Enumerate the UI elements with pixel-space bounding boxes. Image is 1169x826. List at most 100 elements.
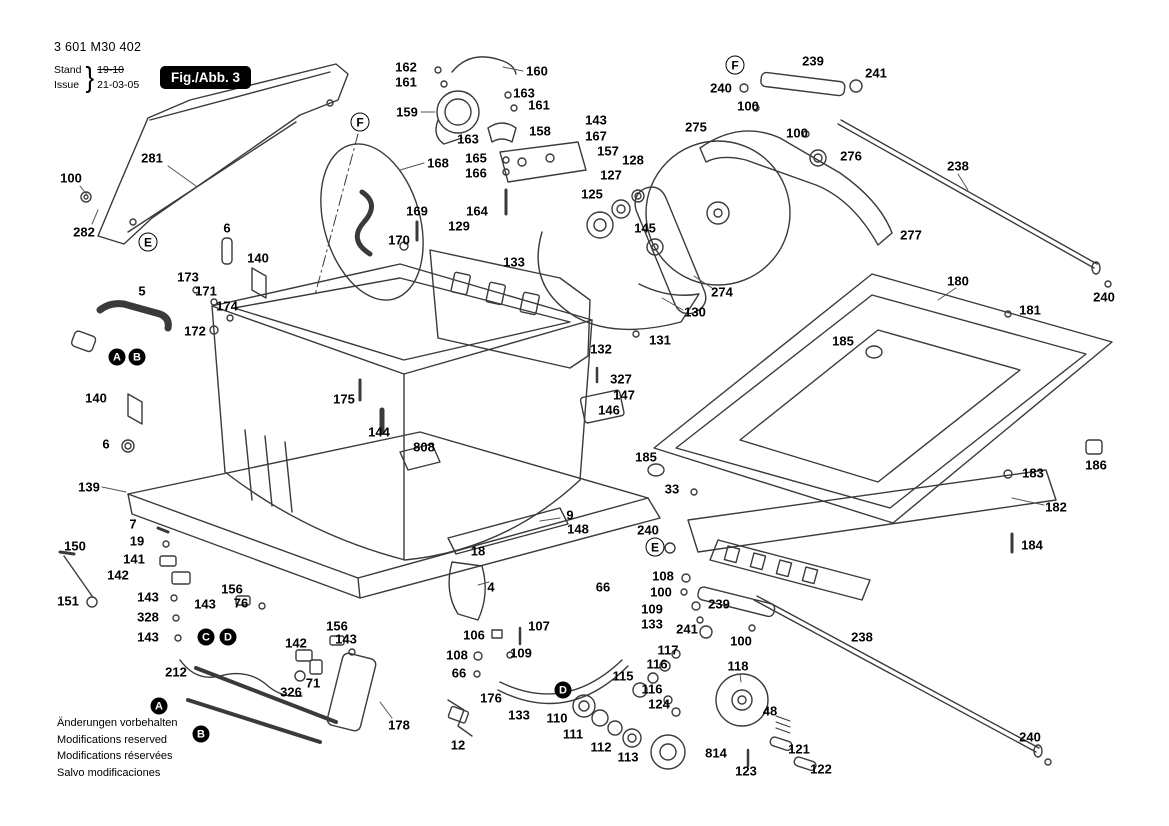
part-callout-66: 66 [595, 579, 611, 595]
part-callout-185: 185 [832, 333, 854, 349]
part-callout-184: 184 [1021, 537, 1043, 553]
part-callout-143: 143 [335, 631, 357, 647]
part-callout-48: 48 [762, 703, 778, 719]
part-callout-212: 212 [165, 664, 187, 680]
top-cover-drawing [80, 63, 349, 245]
part-callout-162: 162 [395, 59, 417, 75]
part-callout-186: 186 [1085, 457, 1107, 473]
part-callout-274: 274 [711, 284, 733, 300]
part-callout-5: 5 [138, 283, 146, 299]
part-callout-276: 276 [840, 148, 862, 164]
part-callout-133: 133 [508, 707, 530, 723]
part-callout-127: 127 [600, 167, 622, 183]
part-callout-107: 107 [528, 618, 550, 634]
part-callout-7: 7 [129, 516, 137, 532]
issue-label: Issue [54, 78, 80, 91]
riving-knife-plate-drawing [399, 220, 591, 369]
saw-blade-drawing [645, 140, 791, 286]
part-callout-171: 171 [195, 283, 217, 299]
assembly-marker-F: F [725, 55, 745, 75]
part-callout-185: 185 [635, 449, 657, 465]
stand-label: Stand [54, 64, 82, 77]
part-callout-140: 140 [85, 390, 107, 406]
part-callout-176: 176 [480, 690, 502, 706]
part-callout-118: 118 [727, 658, 749, 674]
part-callout-166: 166 [465, 165, 487, 181]
part-callout-18: 18 [470, 543, 486, 559]
dust-port-drawing [434, 56, 518, 145]
part-callout-109: 109 [641, 601, 663, 617]
part-callout-123: 123 [735, 763, 757, 779]
part-callout-100: 100 [60, 170, 82, 186]
fence-rail-drawing [447, 507, 569, 621]
part-callout-160: 160 [526, 63, 548, 79]
part-callout-131: 131 [649, 332, 671, 348]
figure-label: Fig./Abb. 3 [160, 66, 251, 89]
part-callout-125: 125 [581, 186, 603, 202]
part-callout-161: 161 [395, 74, 417, 90]
part-callout-327: 327 [610, 371, 632, 387]
leader-lines [79, 66, 1045, 719]
part-callout-241: 241 [676, 621, 698, 637]
part-callout-124: 124 [648, 696, 670, 712]
part-callout-326: 326 [280, 684, 302, 700]
part-callout-240: 240 [710, 80, 732, 96]
part-callout-100: 100 [730, 633, 752, 649]
part-callout-238: 238 [947, 158, 969, 174]
assembly-marker-E: E [645, 537, 665, 557]
part-callout-240: 240 [1093, 289, 1115, 305]
part-callout-156: 156 [326, 618, 348, 634]
part-callout-141: 141 [123, 551, 145, 567]
part-callout-241: 241 [865, 65, 887, 81]
part-callout-277: 277 [900, 227, 922, 243]
assembly-marker-B: B [192, 725, 210, 743]
part-callout-169: 169 [406, 203, 428, 219]
hose-and-clips-drawing [70, 237, 267, 453]
part-callout-133: 133 [641, 616, 663, 632]
assembly-marker-B: B [128, 348, 146, 366]
part-callout-100: 100 [737, 98, 759, 114]
part-callout-158: 158 [529, 123, 551, 139]
part-callout-130: 130 [684, 304, 706, 320]
part-callout-66: 66 [451, 665, 467, 681]
part-callout-142: 142 [285, 635, 307, 651]
part-callout-168: 168 [427, 155, 449, 171]
part-callout-175: 175 [333, 391, 355, 407]
part-callout-150: 150 [64, 538, 86, 554]
part-callout-139: 139 [78, 479, 100, 495]
part-callout-159: 159 [396, 104, 418, 120]
part-callout-122: 122 [810, 761, 832, 777]
footer-note: Modifications réservées [57, 750, 173, 762]
part-callout-144: 144 [368, 424, 390, 440]
blade-insert-drawing [314, 133, 424, 301]
part-callout-163: 163 [513, 85, 535, 101]
assembly-marker-A: A [108, 348, 126, 366]
assembly-marker-D: D [219, 628, 237, 646]
part-callout-108: 108 [652, 568, 674, 584]
part-callout-108: 108 [446, 647, 468, 663]
part-callout-6: 6 [223, 220, 231, 236]
support-arm-drawing [699, 130, 893, 246]
part-callout-239: 239 [802, 53, 824, 69]
part-callout-174: 174 [216, 298, 238, 314]
part-callout-128: 128 [622, 152, 644, 168]
part-callout-143: 143 [137, 629, 159, 645]
angle-bracket-drawing [579, 366, 625, 424]
part-callout-111: 111 [562, 726, 584, 742]
document-number: 3 601 M30 402 [54, 40, 142, 54]
part-callout-275: 275 [685, 119, 707, 135]
small-hardware-left-drawing [58, 526, 266, 642]
part-callout-71: 71 [305, 675, 321, 691]
part-callout-170: 170 [388, 232, 410, 248]
part-callout-113: 113 [617, 749, 639, 765]
part-callout-180: 180 [947, 273, 969, 289]
part-callout-76: 76 [233, 595, 249, 611]
part-callout-148: 148 [567, 521, 589, 537]
part-callout-129: 129 [448, 218, 470, 234]
part-callout-161: 161 [528, 97, 550, 113]
part-callout-814: 814 [705, 745, 727, 761]
assembly-marker-D: D [554, 681, 572, 699]
